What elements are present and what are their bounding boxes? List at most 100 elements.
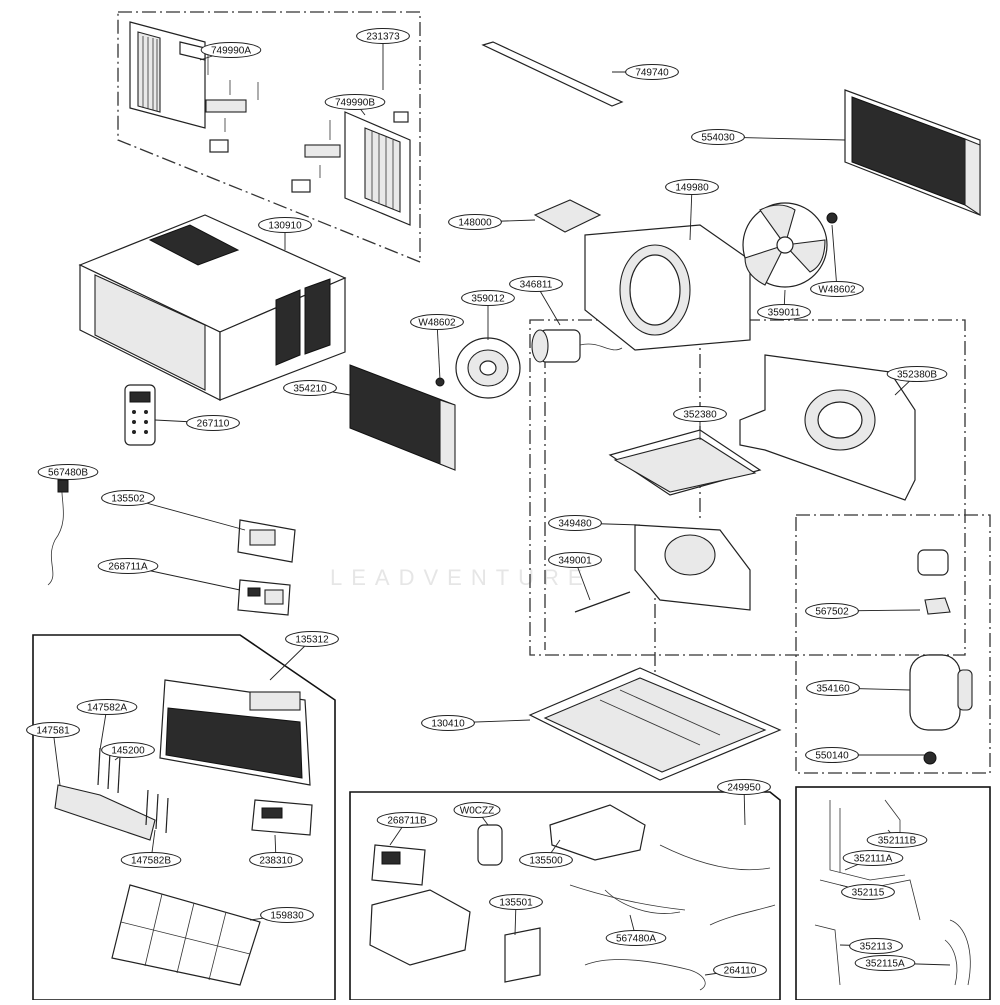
pcb-268711a bbox=[237, 579, 291, 616]
louver-147581 bbox=[54, 784, 156, 841]
part-label-567480b: 567480B bbox=[37, 464, 99, 480]
curtain-brackets bbox=[205, 55, 409, 193]
part-label-147582a: 147582A bbox=[76, 699, 138, 715]
part-label-352115a: 352115A bbox=[854, 955, 916, 971]
air-guide bbox=[739, 354, 916, 501]
part-number-text: 567480A bbox=[616, 934, 656, 945]
frame-side-curtain bbox=[117, 11, 421, 263]
part-label-oval bbox=[260, 907, 314, 923]
part-label-oval bbox=[376, 812, 438, 828]
part-label-oval bbox=[665, 179, 719, 195]
bracket-148000 bbox=[533, 199, 602, 233]
part-label-oval bbox=[101, 742, 155, 758]
part-number-text: 149980 bbox=[675, 183, 709, 194]
part-label-oval bbox=[283, 380, 337, 396]
part-label-oval bbox=[258, 217, 312, 233]
part-label-oval bbox=[841, 884, 895, 900]
part-number-text: 359012 bbox=[471, 294, 505, 305]
part-label-oval bbox=[673, 406, 727, 422]
part-number-text: 231373 bbox=[366, 32, 400, 43]
part-label-352115: 352115 bbox=[841, 884, 895, 900]
filter-159830 bbox=[111, 884, 261, 986]
part-label-159830: 159830 bbox=[260, 907, 314, 923]
control-box-135500 bbox=[549, 804, 646, 861]
part-label-749990b: 749990B bbox=[324, 94, 386, 110]
part-label-349480: 349480 bbox=[548, 515, 602, 531]
part-number-text: 354210 bbox=[293, 384, 327, 395]
part-label-oval bbox=[285, 631, 339, 647]
part-label-354160: 354160 bbox=[806, 680, 860, 696]
part-label-359012: 359012 bbox=[461, 290, 515, 306]
leader-w48602-11 bbox=[831, 224, 838, 290]
leader-w48602-10 bbox=[436, 321, 441, 381]
leader-149980-5 bbox=[689, 186, 693, 241]
part-label-135501: 135501 bbox=[489, 894, 543, 910]
part-number-text: 352111A bbox=[854, 854, 893, 865]
part-label-567480a: 567480A bbox=[605, 930, 667, 946]
part-label-w0czz: W0CZZ bbox=[453, 802, 501, 818]
remote-control bbox=[124, 384, 156, 446]
part-label-oval bbox=[866, 832, 928, 848]
part-number-text: 352111B bbox=[878, 836, 917, 847]
harness-249950 bbox=[659, 844, 776, 926]
callout-labels: 749990A 231373 749740 554030 749990B 149980 14… bbox=[26, 28, 948, 978]
part-label-oval bbox=[37, 464, 99, 480]
part-label-135500: 135500 bbox=[519, 852, 573, 868]
part-label-oval bbox=[842, 850, 904, 866]
part-label-oval bbox=[509, 276, 563, 292]
part-label-oval bbox=[448, 214, 502, 230]
part-label-oval bbox=[805, 747, 859, 763]
part-number-text: 359011 bbox=[768, 308, 801, 319]
harness-264110 bbox=[584, 959, 706, 991]
compressor-accessories bbox=[917, 549, 951, 765]
part-number-text: 554030 bbox=[701, 133, 735, 144]
frame-compressor bbox=[795, 514, 991, 774]
part-label-148000: 148000 bbox=[448, 214, 502, 230]
part-label-oval bbox=[186, 415, 240, 431]
part-number-text: 130910 bbox=[268, 221, 302, 232]
orifice-349480 bbox=[634, 524, 751, 611]
part-label-264110: 264110 bbox=[713, 962, 767, 978]
part-number-text: 145200 bbox=[111, 746, 145, 757]
part-label-oval bbox=[886, 366, 948, 382]
part-number-text: 352380B bbox=[897, 370, 937, 381]
part-label-oval bbox=[489, 894, 543, 910]
side-curtain-left bbox=[129, 21, 206, 129]
refrigerant-tubing bbox=[814, 799, 971, 986]
part-label-w48602: W48602 bbox=[810, 281, 864, 297]
part-number-text: 130410 bbox=[431, 719, 465, 730]
part-label-oval bbox=[461, 290, 515, 306]
part-label-oval bbox=[120, 852, 182, 868]
fan-motor bbox=[531, 329, 623, 363]
leader-147581-27 bbox=[52, 729, 61, 786]
part-label-238310: 238310 bbox=[249, 852, 303, 868]
part-number-text: 267110 bbox=[197, 419, 230, 430]
fan-shroud bbox=[584, 224, 751, 351]
part-label-147582b: 147582B bbox=[120, 852, 182, 868]
capacitor-w0czz bbox=[477, 824, 503, 866]
part-label-oval bbox=[519, 852, 573, 868]
frame-control-box bbox=[349, 791, 781, 1001]
compressor bbox=[909, 654, 973, 731]
part-number-text: 567502 bbox=[815, 607, 849, 618]
part-label-550140: 550140 bbox=[805, 747, 859, 763]
part-number-text: 148000 bbox=[458, 218, 492, 229]
part-label-oval bbox=[548, 515, 602, 531]
condenser-coil bbox=[844, 89, 981, 217]
part-number-text: 147582B bbox=[131, 856, 171, 867]
part-label-749990a: 749990A bbox=[200, 42, 262, 58]
rod-349001 bbox=[574, 591, 631, 613]
part-label-oval bbox=[605, 930, 667, 946]
louver-clips bbox=[97, 747, 169, 834]
w48602-washer-upper bbox=[826, 212, 838, 224]
part-label-130910: 130910 bbox=[258, 217, 312, 233]
watermark-text: LEADVENTURE bbox=[330, 565, 592, 590]
part-number-text: 135312 bbox=[295, 635, 329, 646]
part-label-oval bbox=[757, 304, 811, 320]
part-label-oval bbox=[26, 722, 80, 738]
part-label-268711a: 268711A bbox=[97, 558, 159, 574]
part-label-135502: 135502 bbox=[101, 490, 155, 506]
part-label-oval bbox=[713, 962, 767, 978]
part-label-749740: 749740 bbox=[625, 64, 679, 80]
